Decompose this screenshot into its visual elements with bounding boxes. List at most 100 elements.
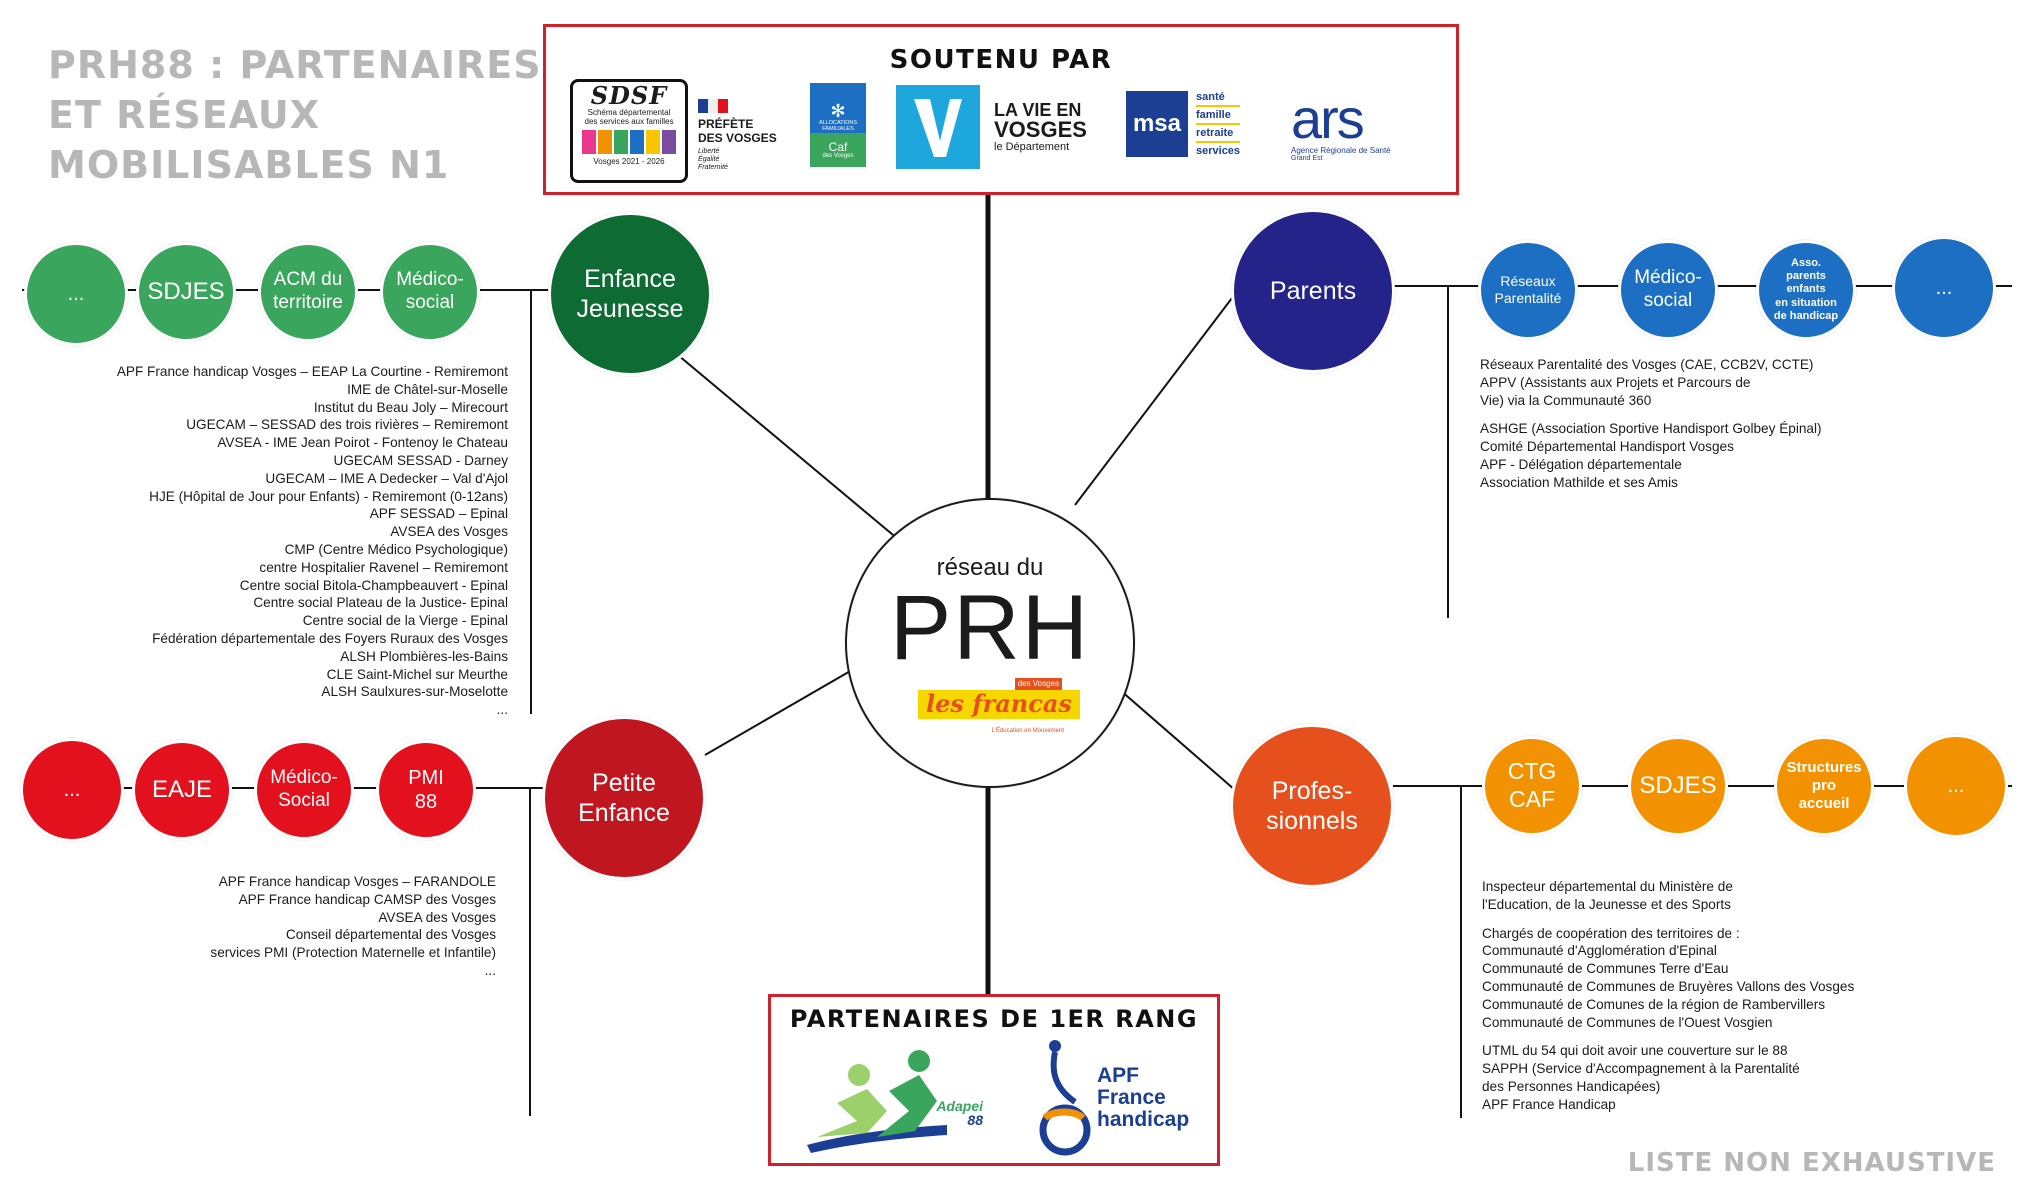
partner-list-item: Inspecteur départemental du Ministère de <box>1482 879 1733 894</box>
parents-medico-social: Médico- social <box>1618 240 1718 340</box>
partner-list-item: APPV (Assistants aux Projets et Parcours… <box>1480 374 1751 390</box>
ars-logo: ars Agence Régionale de Santé Grand Est <box>1291 81 1441 173</box>
pros-ctg-caf: CTG CAF <box>1482 736 1582 836</box>
partner-list-item: AVSEA - IME Jean Poirot - Fontenoy le Ch… <box>217 435 508 451</box>
prefecture-motto: Égalité <box>698 155 720 163</box>
spoke-parents <box>1074 297 1233 506</box>
parents-reseaux-parentalite: Réseaux Parentalité <box>1478 240 1578 340</box>
partner-list-item: APF France handicap Vosges – EEAP La Cou… <box>116 364 508 379</box>
enfance-medico-social: Médico- social <box>380 242 480 342</box>
title-line: ET RÉSEAUX <box>48 93 321 137</box>
partner-list-item: Comité Départemental Handisport Vosges <box>1480 439 1734 455</box>
msa-logo: msa santé famille retraite services <box>1126 89 1266 159</box>
first-rank-box: PARTENAIRES DE 1ER RANG Adapei 88 APF Fr… <box>768 994 1220 1166</box>
msa-line: services <box>1196 145 1241 157</box>
page-title: PRH88 : PARTENAIRES ET RÉSEAUX MOBILISAB… <box>48 40 548 190</box>
partner-list-item: UGECAM – IME A Dedecker – Val d'Ajol <box>265 470 508 486</box>
partner-list-item: AVSEA des Vosges <box>378 909 496 925</box>
partner-list-item: Communauté de Communes Terre d'Eau <box>1482 961 1729 977</box>
petite-more: ... <box>20 738 124 842</box>
francas-logo: des Vosges les francas L'Éducation en Mo… <box>900 678 1080 744</box>
sdsf-name: SDSF <box>590 81 668 110</box>
partner-list-item: Conseil départemental des Vosges <box>285 927 496 943</box>
partner-list-item: APF SESSAD – Epinal <box>369 506 508 522</box>
partner-list-item: AVSEA des Vosges <box>390 524 508 540</box>
partner-list-item: SAPPH (Service d'Accompagnement à la Par… <box>1482 1061 1800 1077</box>
caf-logo: ✻ ALLOCATIONS FAMILIALES Caf des Vosges <box>810 83 866 167</box>
prefecture-line: DES VOSGES <box>698 130 777 145</box>
list-gap <box>1482 914 1854 925</box>
partner-list-item: UGECAM – SESSAD des trois rivières – Rem… <box>186 417 508 433</box>
ars-line: Grand Est <box>1291 155 1323 162</box>
prefecture-line: PRÉFÈTE <box>698 116 754 131</box>
prh-center-circle: réseau du PRH des Vosges les francas L'É… <box>845 498 1135 788</box>
vosges-v-logo <box>896 85 980 169</box>
partner-list-item: UTML du 54 qui doit avoir une couverture… <box>1482 1043 1788 1059</box>
list-gap <box>1480 409 1822 420</box>
partner-list-item: Communauté de Communes de l'Ouest Vosgie… <box>1482 1014 1773 1030</box>
partner-list-item: services PMI (Protection Maternelle et I… <box>210 945 496 961</box>
ars-name: ars <box>1291 87 1365 150</box>
sdsf-line: des services aux familles <box>584 117 674 126</box>
hub-parents: Parents <box>1231 209 1395 373</box>
partner-list-item: Vie) via la Communauté 360 <box>1480 392 1652 408</box>
caf-snowflake-icon: ✻ <box>830 101 846 121</box>
sdsf-logo: SDSF Schéma départemental des services a… <box>570 79 688 183</box>
partner-list-item: CLE Saint-Michel sur Meurthe <box>326 666 508 682</box>
sdsf-icons <box>582 130 676 154</box>
partners-list-enfance: APF France handicap Vosges – EEAP La Cou… <box>117 363 508 719</box>
partner-list-item: Centre social de la Vierge - Epinal <box>302 613 508 629</box>
partner-list-item: Centre social Plateau de la Justice- Epi… <box>253 595 508 611</box>
partner-list-item: ... <box>496 702 508 718</box>
supported-by-box: SOUTENU PAR SDSF Schéma départemental de… <box>543 24 1459 195</box>
partner-list-item: APF France Handicap <box>1482 1096 1616 1112</box>
spoke-pros <box>1119 689 1236 791</box>
caf-line: ALLOCATIONS <box>818 120 858 126</box>
list-gap <box>1482 1031 1854 1042</box>
center-main-label: PRH <box>889 577 1091 680</box>
partner-list-item: APF - Délégation départementale <box>1480 456 1682 472</box>
partner-list-item: Fédération départementale des Foyers Rur… <box>152 630 508 646</box>
prefecture-logo: PRÉFÈTE DES VOSGES Liberté Égalité Frate… <box>698 85 788 185</box>
hub-enfance-jeunesse: Enfance Jeunesse <box>548 212 712 376</box>
partner-list-item: Centre social Bitola-Champbeauvert - Epi… <box>239 577 508 593</box>
vie-en-vosges-sub: le Département <box>994 141 1070 153</box>
petite-medico-social: Médico- Social <box>254 740 354 840</box>
ars-line: Agence Régionale de Santé <box>1291 146 1391 155</box>
adapei-name: Adapei 88 <box>936 1098 983 1128</box>
partners-list-parents: Réseaux Parentalité des Vosges (CAE, CCB… <box>1480 356 1822 492</box>
apf-line: APF <box>1097 1064 1139 1087</box>
supported-by-title: SOUTENU PAR <box>889 45 1113 75</box>
partner-list-item: HJE (Hôpital de Jour pour Enfants) - Rem… <box>149 488 508 504</box>
caf-name: Caf <box>828 140 848 154</box>
partner-list-item: CMP (Centre Médico Psychologique) <box>284 541 508 557</box>
vie-en-vosges-tagline: VOSGES <box>994 117 1087 142</box>
apf-france-handicap-logo: APF France handicap <box>1031 1035 1201 1161</box>
marianne-flag-icon <box>698 98 728 113</box>
adapei-runners-icon <box>807 1050 947 1153</box>
francas-sub: L'Éducation en Mouvement <box>991 728 1064 735</box>
petite-eaje: EAJE <box>132 740 232 840</box>
hub-professionnels: Profes- sionnels <box>1230 724 1394 888</box>
msa-line: famille <box>1196 107 1241 125</box>
caf-sub: des Vosges <box>822 153 854 159</box>
pros-more: ... <box>1904 734 2008 838</box>
partner-list-item: ALSH Plombières-les-Bains <box>340 648 508 664</box>
v-letter-icon <box>914 99 962 157</box>
enfance-acm-territoire: ACM du territoire <box>258 242 358 342</box>
partner-list-item: ALSH Saulxures-sur-Moselotte <box>321 684 508 700</box>
partner-list-item: ... <box>484 962 496 978</box>
pros-structures-accueil: Structures pro accueil <box>1774 736 1874 836</box>
pros-sdjes: SDJES <box>1628 736 1728 836</box>
msa-name: msa <box>1126 91 1188 157</box>
partner-list-item: IME de Châtel-sur-Moselle <box>347 381 508 397</box>
prefecture-motto: Fraternité <box>698 163 728 171</box>
petite-pmi-88: PMI 88 <box>376 740 476 840</box>
partner-list-item: APF France handicap Vosges – FARANDOLE <box>218 874 496 889</box>
partner-list-item: l'Education, de la Jeunesse et des Sport… <box>1482 896 1731 912</box>
apf-figure-icon <box>1039 1040 1091 1156</box>
partner-list-item: Communauté de Comunes de la région de Ra… <box>1482 996 1826 1012</box>
partner-list-item: Institut du Beau Joly – Mirecourt <box>313 399 508 415</box>
spoke-enfance <box>659 339 906 546</box>
